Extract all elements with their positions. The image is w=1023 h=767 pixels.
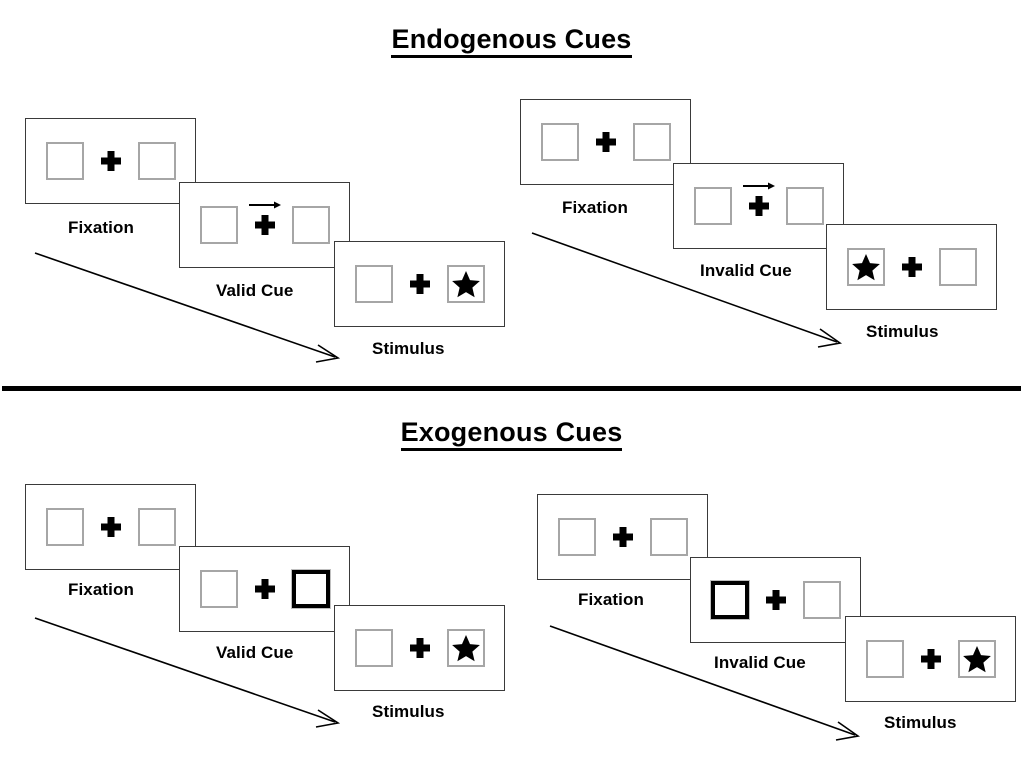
fixation-cross-icon [410, 274, 430, 294]
fixation-cross-icon [101, 151, 121, 171]
frame-content [335, 265, 504, 303]
stage-caption-exogenous-invalid-fixation: Fixation [578, 590, 644, 609]
trial-frame-endogenous-valid-cue [179, 182, 350, 268]
star-icon [451, 271, 480, 298]
arrow-right-icon [742, 182, 775, 190]
stage-caption-endogenous-valid-stimulus: Stimulus [372, 339, 445, 358]
stimulus-box-right [632, 123, 671, 161]
stage-caption-endogenous-invalid-stimulus: Stimulus [866, 322, 939, 341]
fixation-cross-icon [749, 196, 769, 216]
fixation-cross-slot [596, 132, 616, 152]
stage-caption-exogenous-valid-fixation: Fixation [68, 580, 134, 599]
fixation-cross-icon [255, 579, 275, 599]
stimulus-box-right [938, 248, 977, 286]
frame-content [26, 142, 195, 180]
section-title-endogenous-text: Endogenous Cues [391, 24, 632, 58]
stimulus-box-left [199, 206, 238, 244]
fixation-cross-icon [902, 257, 922, 277]
trial-frame-exogenous-invalid-cue [690, 557, 861, 643]
stimulus-box-left [199, 570, 238, 608]
stimulus-box-left [45, 508, 84, 546]
fixation-cross-slot [101, 517, 121, 537]
fixation-cross-icon [101, 517, 121, 537]
stimulus-box-left [45, 142, 84, 180]
stimulus-box-left [354, 629, 393, 667]
frame-content [691, 580, 860, 620]
frame-content [180, 201, 349, 244]
stimulus-box-right [137, 508, 176, 546]
fixation-cross-icon [596, 132, 616, 152]
stimulus-box-right [785, 187, 824, 225]
trial-frame-endogenous-invalid-fixation [520, 99, 691, 185]
section-divider [2, 386, 1021, 391]
section-title-exogenous-text: Exogenous Cues [400, 417, 623, 451]
trial-frame-exogenous-invalid-fixation [537, 494, 708, 580]
stimulus-box-right [137, 142, 176, 180]
trial-frame-endogenous-invalid-stimulus [826, 224, 997, 310]
star-icon [962, 646, 991, 673]
stimulus-box-left [557, 518, 596, 556]
stimulus-box-left [693, 187, 732, 225]
frame-content [538, 518, 707, 556]
stage-caption-endogenous-valid-fixation: Fixation [68, 218, 134, 237]
fixation-cross-icon [255, 215, 275, 235]
stimulus-box-left [540, 123, 579, 161]
fixation-cross-slot [410, 638, 430, 658]
stimulus-box-left-cued [709, 580, 750, 620]
fixation-cross-slot [255, 579, 275, 599]
trial-frame-exogenous-valid-fixation [25, 484, 196, 570]
stage-caption-endogenous-invalid-cue: Invalid Cue [700, 261, 792, 280]
fixation-cross-slot [921, 649, 941, 669]
fixation-cross-icon [613, 527, 633, 547]
stage-caption-exogenous-invalid-cue: Invalid Cue [714, 653, 806, 672]
fixation-cross-slot [410, 274, 430, 294]
trial-frame-endogenous-valid-fixation [25, 118, 196, 204]
stimulus-box-left [846, 248, 885, 286]
stage-caption-exogenous-invalid-stimulus: Stimulus [884, 713, 957, 732]
stimulus-box-right [957, 640, 996, 678]
frame-content [180, 569, 349, 609]
star-icon [451, 635, 480, 662]
frame-content [521, 123, 690, 161]
frame-content [827, 248, 996, 286]
arrow-right-icon [248, 201, 281, 209]
frame-content [674, 182, 843, 225]
star-icon [851, 254, 880, 281]
stimulus-box-left [354, 265, 393, 303]
stage-caption-exogenous-valid-stimulus: Stimulus [372, 702, 445, 721]
stimulus-box-left [865, 640, 904, 678]
fixation-cross-slot [766, 590, 786, 610]
stimulus-box-right [802, 581, 841, 619]
frame-content [26, 508, 195, 546]
stimulus-box-right [446, 265, 485, 303]
trial-frame-exogenous-valid-cue [179, 546, 350, 632]
fixation-cross-icon [410, 638, 430, 658]
fixation-cross-slot [742, 182, 775, 216]
section-title-exogenous: Exogenous Cues [0, 417, 1023, 451]
stage-caption-endogenous-valid-cue: Valid Cue [216, 281, 294, 300]
stage-caption-endogenous-invalid-fixation: Fixation [562, 198, 628, 217]
fixation-cross-slot [902, 257, 922, 277]
stimulus-box-right [291, 206, 330, 244]
trial-frame-exogenous-valid-stimulus [334, 605, 505, 691]
trial-frame-endogenous-invalid-cue [673, 163, 844, 249]
fixation-cross-icon [921, 649, 941, 669]
fixation-cross-slot [248, 201, 281, 235]
stimulus-box-right-cued [290, 569, 331, 609]
frame-content [335, 629, 504, 667]
frame-content [846, 640, 1015, 678]
fixation-cross-slot [101, 151, 121, 171]
trial-frame-endogenous-valid-stimulus [334, 241, 505, 327]
stimulus-box-right [446, 629, 485, 667]
trial-frame-exogenous-invalid-stimulus [845, 616, 1016, 702]
fixation-cross-icon [766, 590, 786, 610]
section-title-endogenous: Endogenous Cues [0, 24, 1023, 58]
fixation-cross-slot [613, 527, 633, 547]
stage-caption-exogenous-valid-cue: Valid Cue [216, 643, 294, 662]
stimulus-box-right [649, 518, 688, 556]
